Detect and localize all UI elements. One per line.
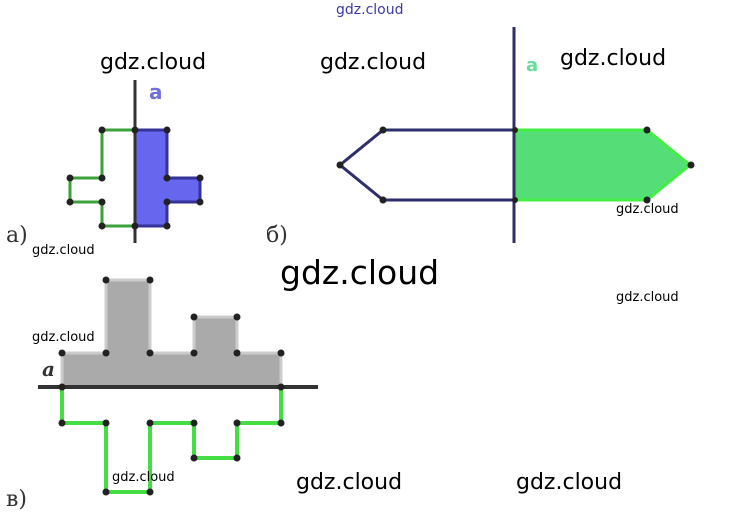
- figure-c-axis-label: a: [42, 357, 55, 381]
- figure-c-original-shape: [60, 278, 283, 389]
- watermark-bottom-mid: gdz.cloud: [296, 470, 403, 495]
- watermark-b-left: gdz.cloud: [320, 50, 427, 75]
- watermark-b-right: gdz.cloud: [560, 46, 667, 71]
- watermark-bottom-right: gdz.cloud: [516, 470, 623, 495]
- figure-b-original-shape: [337, 128, 515, 202]
- figure-a-vertices: [66, 126, 204, 230]
- figure-c-reflected-shape: [60, 387, 283, 494]
- figure-b-axis-label: a: [526, 55, 539, 76]
- figure-b: [336, 27, 695, 243]
- watermark-a-top: gdz.cloud: [100, 50, 207, 75]
- watermark-b-small: gdz.cloud: [616, 202, 679, 217]
- figure-c: [38, 276, 318, 496]
- watermark-mid-right: gdz.cloud: [616, 290, 679, 305]
- watermark-center: gdz.cloud: [280, 253, 440, 292]
- figure-c-label: в): [6, 487, 27, 512]
- figure-b-label: б): [266, 223, 288, 248]
- figure-a: [66, 80, 204, 243]
- figure-c-vertices: [58, 276, 285, 496]
- watermark-c-bottom: gdz.cloud: [112, 470, 175, 485]
- watermark-c-left: gdz.cloud: [32, 330, 95, 345]
- watermark-top: gdz.cloud: [336, 2, 404, 18]
- figure-a-label: а): [6, 223, 28, 248]
- figure-b-vertices: [336, 126, 695, 204]
- figure-a-axis-label: a: [149, 80, 163, 104]
- figure-b-reflected-shape: [513, 128, 693, 202]
- figure-a-reflected-shape: [68, 128, 135, 228]
- watermark-a-small: gdz.cloud: [32, 243, 95, 258]
